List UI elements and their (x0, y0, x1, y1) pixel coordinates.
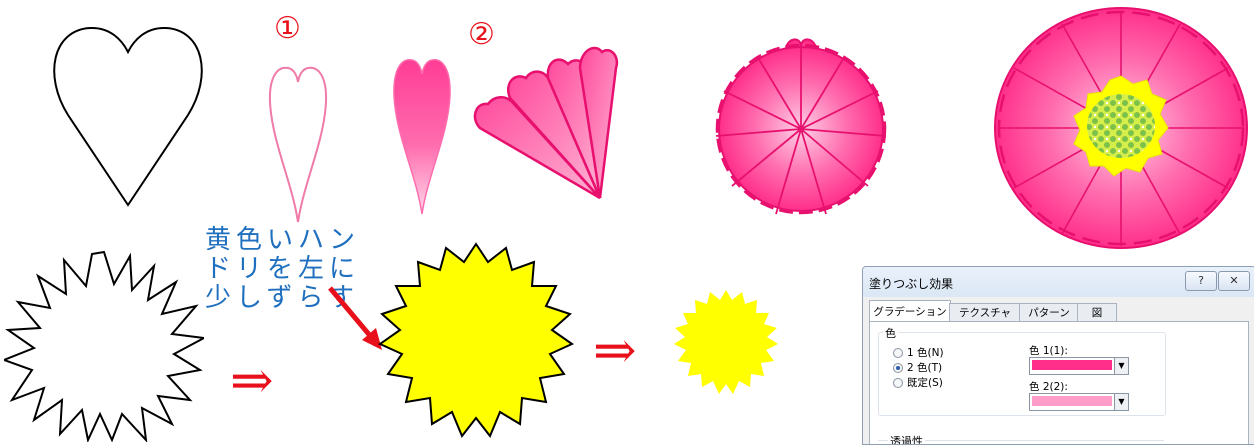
arrow-right-icon-2: ⇒ (593, 325, 637, 377)
help-button[interactable]: ? (1185, 271, 1217, 291)
petal-fan-shape (470, 38, 620, 203)
radio-selected-icon (893, 363, 903, 373)
yellow-starburst-small-shape (672, 288, 780, 398)
flower-petals-shape (708, 36, 894, 222)
arrow-right-icon: ⇒ (230, 355, 274, 407)
petal-filled-shape (392, 56, 452, 218)
heart-outline-shape (48, 20, 208, 210)
color2-dropdown[interactable]: ▼ (1029, 393, 1129, 411)
petal-outline-shape (266, 62, 330, 227)
step-1-label: ① (274, 14, 301, 44)
radio-label: 1 色(N) (907, 345, 944, 360)
radio-icon (893, 348, 903, 358)
yellow-starburst-shape (376, 240, 576, 440)
color-group: 色 1 色(N) 2 色(T) 既定(S) 色 1(1): ▼ 色 2(2): (878, 332, 1166, 416)
radio-label: 既定(S) (907, 375, 943, 390)
tab-texture[interactable]: テクスチャ (949, 303, 1021, 322)
tab-pattern[interactable]: パターン (1019, 303, 1079, 322)
color-group-label: 色 (883, 325, 898, 341)
color1-swatch (1032, 360, 1112, 370)
radio-preset[interactable]: 既定(S) (893, 375, 943, 390)
close-button[interactable]: ✕ (1218, 271, 1250, 291)
starburst-outline-shape (4, 250, 204, 442)
chevron-down-icon[interactable]: ▼ (1114, 358, 1128, 374)
dialog-title: 塗りつぶし効果 (869, 275, 953, 292)
color2-swatch (1032, 396, 1112, 406)
fill-effects-dialog: 塗りつぶし効果 ? ✕ グラデーション テクスチャ パターン 図 色 1 色(N… (862, 266, 1254, 445)
finished-flower-shape (990, 4, 1252, 252)
dialog-titlebar: 塗りつぶし効果 ? ✕ (863, 267, 1254, 297)
color1-label: 色 1(1): (1029, 343, 1068, 358)
chevron-down-icon[interactable]: ▼ (1114, 394, 1128, 410)
color2-label: 色 2(2): (1029, 379, 1068, 394)
color1-dropdown[interactable]: ▼ (1029, 357, 1129, 375)
radio-two-colors[interactable]: 2 色(T) (893, 360, 942, 375)
radio-one-color[interactable]: 1 色(N) (893, 345, 944, 360)
tab-picture[interactable]: 図 (1077, 303, 1117, 322)
radio-icon (893, 378, 903, 388)
tab-gradation[interactable]: グラデーション (869, 300, 951, 323)
gradation-panel: 色 1 色(N) 2 色(T) 既定(S) 色 1(1): ▼ 色 2(2): (869, 321, 1249, 445)
transparency-label: 透過性 (888, 433, 925, 445)
radio-label: 2 色(T) (907, 360, 942, 375)
